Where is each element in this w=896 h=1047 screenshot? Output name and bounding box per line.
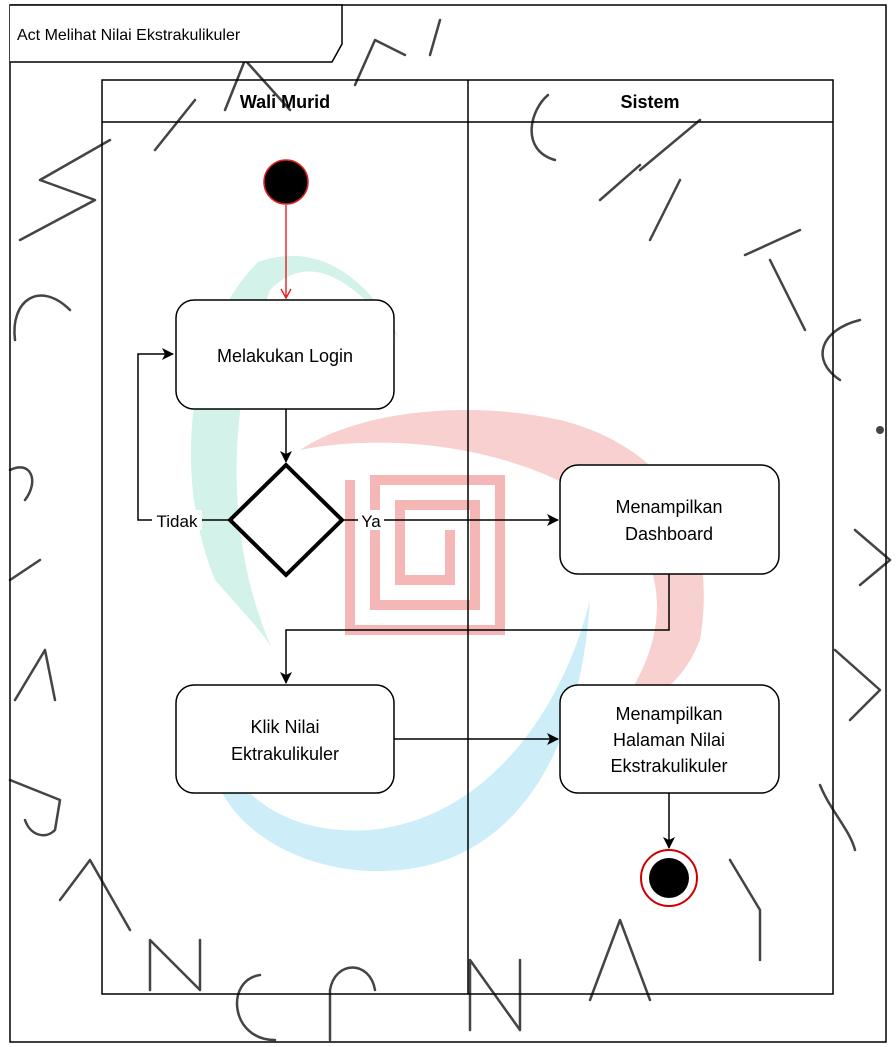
action-klik-nilai-line1: Klik Nilai: [250, 717, 319, 737]
action-menampilkan-halaman-line1: Menampilkan: [615, 704, 722, 724]
lane-header-wali-murid: Wali Murid: [240, 92, 330, 112]
frame-title: Act Melihat Nilai Ekstrakulikuler: [17, 27, 241, 44]
guard-tidak: Tidak: [157, 512, 198, 531]
watermark-logo: [350, 480, 500, 630]
action-menampilkan-halaman-line2: Halaman Nilai: [613, 730, 725, 750]
lane-header-sistem: Sistem: [620, 92, 679, 112]
decision-node: [230, 465, 342, 575]
action-klik-nilai: [176, 685, 394, 793]
action-menampilkan-dashboard: [560, 465, 779, 574]
action-klik-nilai-line2: Ektrakulikuler: [231, 744, 339, 764]
action-menampilkan-dashboard-line1: Menampilkan: [615, 497, 722, 517]
initial-node: [264, 160, 308, 204]
action-menampilkan-halaman-line3: Ekstrakulikuler: [610, 756, 727, 776]
action-menampilkan-dashboard-line2: Dashboard: [625, 524, 713, 544]
guard-ya: Ya: [361, 512, 381, 531]
action-melakukan-login-label: Melakukan Login: [217, 346, 353, 366]
final-node-core: [649, 858, 689, 898]
